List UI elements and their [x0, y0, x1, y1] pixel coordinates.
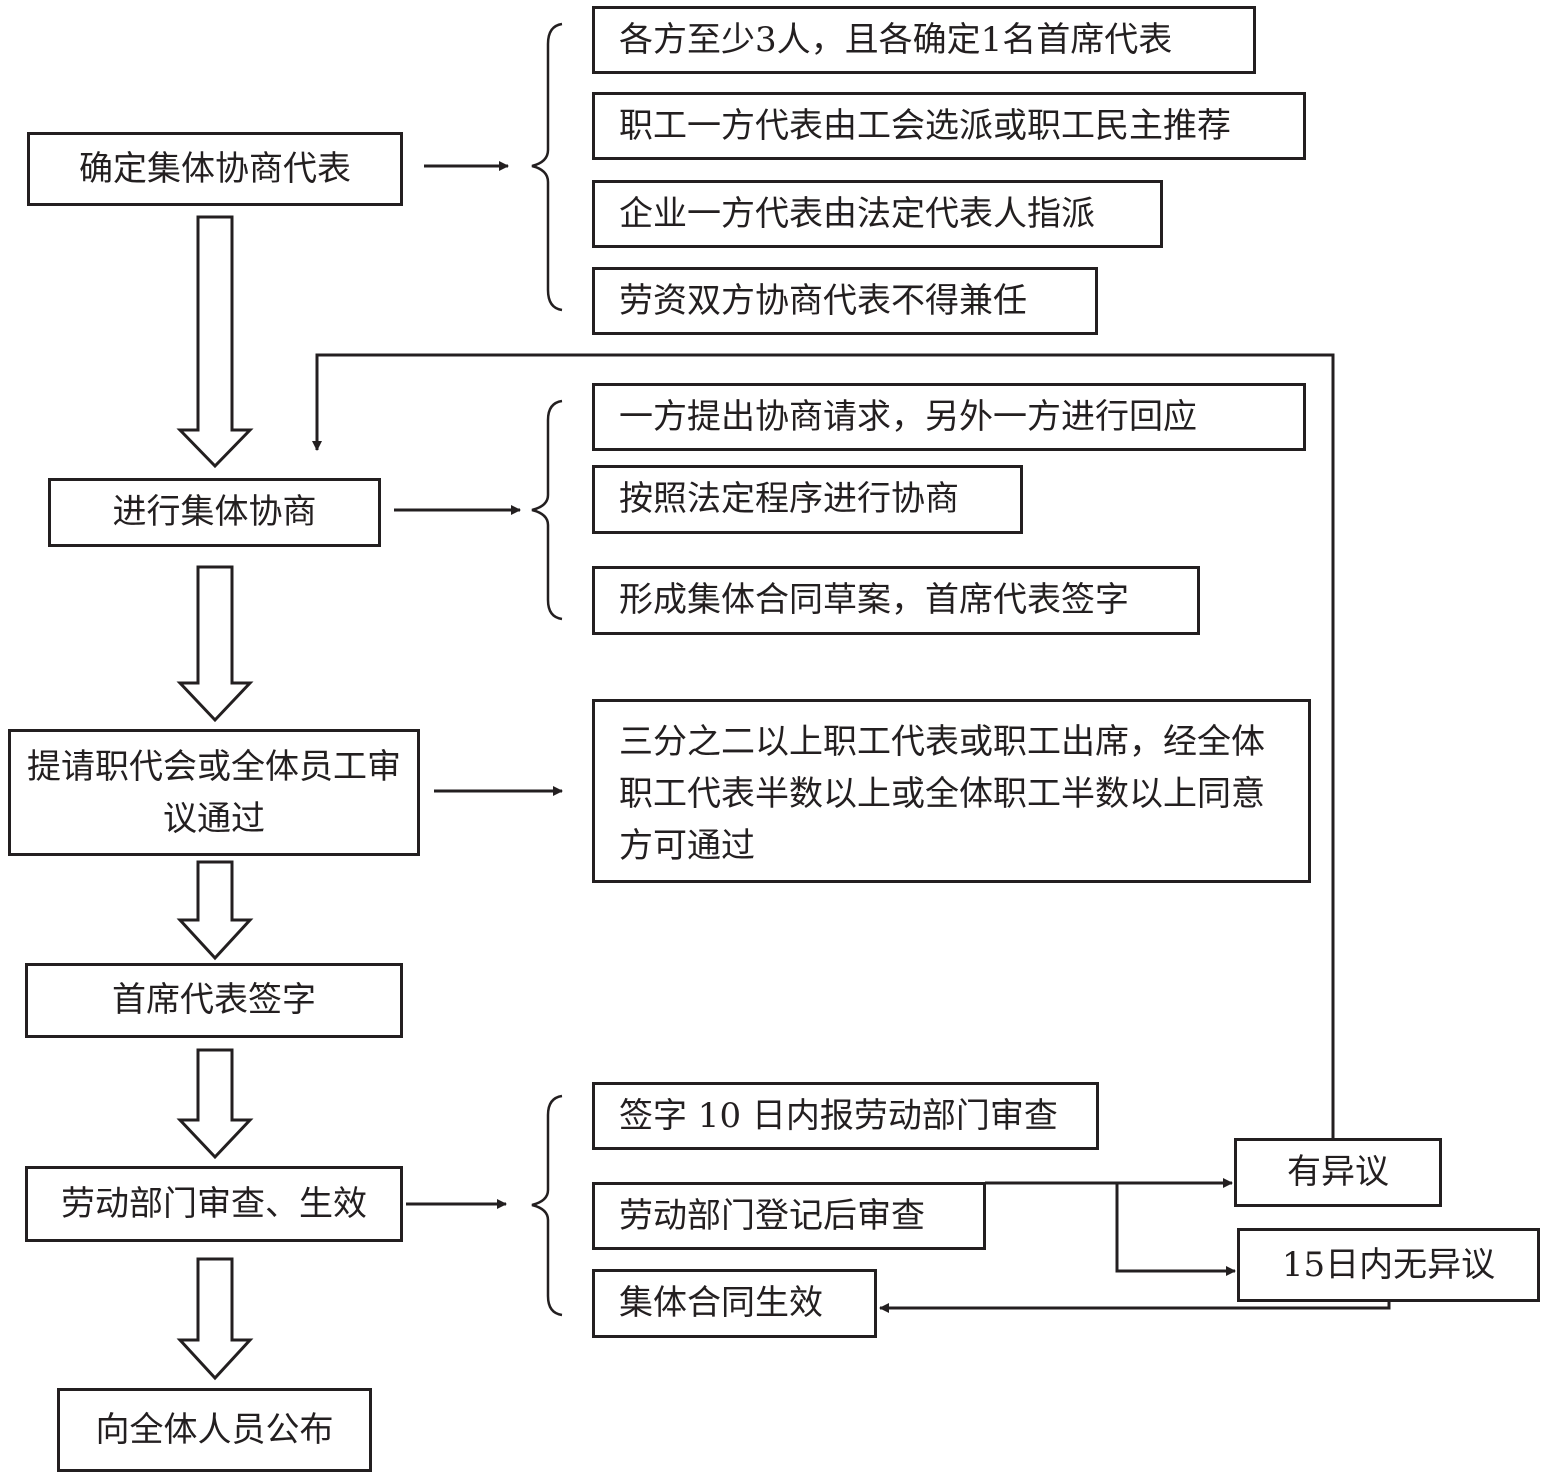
step-label: 提请职代会或全体员工审议通过: [27, 746, 401, 839]
outcome-box-objection: 有异议: [1234, 1138, 1442, 1207]
step-box-labor-dept-review[interactable]: 劳动部门审查、生效: [25, 1166, 403, 1242]
detail-box-step1-3: 企业一方代表由法定代表人指派: [592, 180, 1163, 248]
hollow-arrow-step4-step5: [176, 1048, 254, 1160]
detail-box-step2-2: 按照法定程序进行协商: [592, 465, 1023, 534]
step-label: 劳动部门审查、生效: [61, 1183, 367, 1224]
detail-box-step3: 三分之二以上职工代表或职工出席，经全体职工代表半数以上或全体职工半数以上同意方可…: [592, 699, 1311, 883]
step-box-submit-for-approval[interactable]: 提请职代会或全体员工审议通过: [8, 729, 420, 856]
detail-text: 按照法定程序进行协商: [619, 479, 959, 520]
detail-box-step1-1: 各方至少3人，且各确定1名首席代表: [592, 6, 1256, 74]
detail-box-step2-3: 形成集体合同草案，首席代表签字: [592, 566, 1200, 635]
step-label: 向全体人员公布: [95, 1409, 334, 1450]
detail-text: 形成集体合同草案，首席代表签字: [619, 580, 1129, 621]
step-box-chief-representative-sign[interactable]: 首席代表签字: [25, 963, 403, 1038]
step-box-announce-to-all[interactable]: 向全体人员公布: [57, 1388, 372, 1472]
detail-box-step2-1: 一方提出协商请求，另外一方进行回应: [592, 383, 1306, 451]
detail-text: 三分之二以上职工代表或职工出席，经全体职工代表半数以上或全体职工半数以上同意方可…: [619, 722, 1265, 866]
step-label: 进行集体协商: [112, 492, 317, 533]
detail-box-step1-2: 职工一方代表由工会选派或职工民主推荐: [592, 92, 1306, 160]
detail-text: 企业一方代表由法定代表人指派: [619, 193, 1095, 234]
brace-step5: [531, 1094, 563, 1317]
hollow-arrow-step2-step3: [176, 565, 254, 723]
step-box-collective-negotiation[interactable]: 进行集体协商: [48, 478, 381, 547]
outcome-text: 15日内无异议: [1281, 1244, 1496, 1285]
brace-step1: [531, 22, 563, 312]
connector-objection-to-step2: [312, 353, 1335, 1139]
step-box-determine-representatives[interactable]: 确定集体协商代表: [27, 132, 403, 206]
outcome-text: 有异议: [1287, 1152, 1389, 1193]
connector-review-to-no-objection: [1115, 1183, 1236, 1276]
detail-text: 各方至少3人，且各确定1名首席代表: [619, 19, 1173, 60]
outcome-box-no-objection: 15日内无异议: [1237, 1228, 1540, 1302]
brace-step2: [531, 399, 563, 621]
detail-text: 一方提出协商请求，另外一方进行回应: [619, 396, 1197, 437]
hollow-arrow-step1-step2: [176, 215, 254, 469]
detail-box-step5-1: 签字 10 日内报劳动部门审查: [592, 1082, 1099, 1150]
detail-text: 劳动部门登记后审查: [619, 1195, 925, 1236]
detail-box-step5-3: 集体合同生效: [592, 1269, 877, 1338]
step-label: 首席代表签字: [112, 980, 316, 1021]
connector-no-objection-to-effective: [879, 1302, 1391, 1313]
detail-text: 集体合同生效: [619, 1283, 823, 1324]
detail-box-step5-2: 劳动部门登记后审查: [592, 1182, 986, 1250]
detail-text: 劳资双方协商代表不得兼任: [619, 280, 1027, 321]
hollow-arrow-step5-step6: [176, 1257, 254, 1381]
hollow-arrow-step3-step4: [176, 860, 254, 961]
detail-box-step1-4: 劳资双方协商代表不得兼任: [592, 267, 1098, 335]
step-label: 确定集体协商代表: [79, 148, 351, 189]
detail-text: 职工一方代表由工会选派或职工民主推荐: [619, 105, 1231, 146]
detail-text: 签字 10 日内报劳动部门审查: [619, 1095, 1058, 1136]
